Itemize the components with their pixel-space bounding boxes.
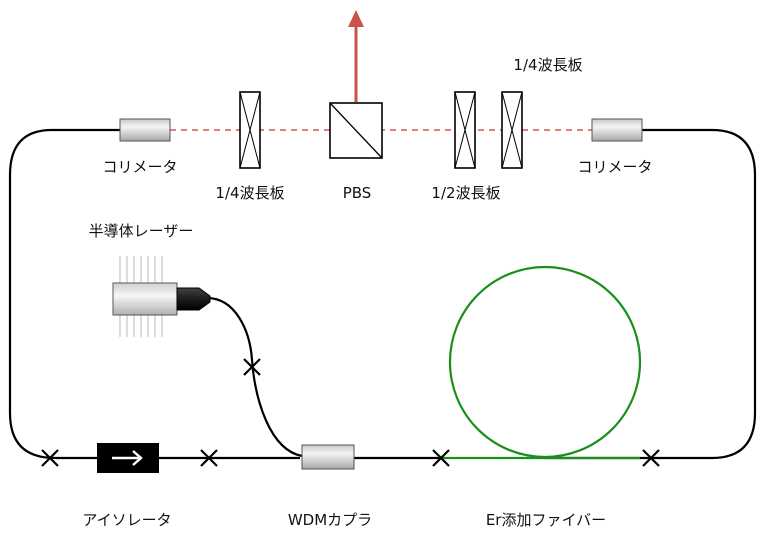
- quarter-wave-plate-right: [501, 91, 523, 169]
- quarter-wave-plate-left: [239, 91, 261, 169]
- pbs-cube: [329, 102, 383, 159]
- collimator-left-label: コリメータ: [102, 158, 177, 176]
- laser-diode-label: 半導体レーザー: [89, 222, 194, 240]
- output-arrow-head: [348, 10, 364, 27]
- pbs-label: PBS: [343, 184, 372, 202]
- er-fiber-label: Er添加ファイバー: [486, 511, 606, 529]
- pump-fiber: [206, 296, 303, 458]
- fiber-ring-right: [545, 128, 757, 460]
- fiber-ring: [8, 128, 300, 460]
- wdm-coupler-label: WDMカプラ: [288, 511, 372, 529]
- quarter-wave-plate-left-label: 1/4波長板: [215, 184, 284, 202]
- half-wave-plate: [454, 91, 476, 169]
- quarter-wave-plate-right-label: 1/4波長板: [513, 56, 582, 74]
- isolator: [97, 443, 159, 473]
- wdm-coupler: [301, 444, 355, 470]
- collimator-left: [119, 118, 171, 142]
- half-wave-plate-label: 1/2波長板: [431, 184, 500, 202]
- splice-mark-icon: [41, 449, 59, 467]
- er-fiber-coil: [448, 265, 642, 459]
- splice-mark-icon: [200, 449, 218, 467]
- collimator-right-label: コリメータ: [577, 158, 652, 176]
- laser-diode: [112, 256, 211, 337]
- collimator-right: [591, 118, 643, 142]
- isolator-label: アイソレータ: [82, 511, 171, 529]
- splice-mark-icon: [432, 449, 450, 467]
- splice-mark-icon: [642, 449, 660, 467]
- splice-mark-icon: [243, 358, 261, 376]
